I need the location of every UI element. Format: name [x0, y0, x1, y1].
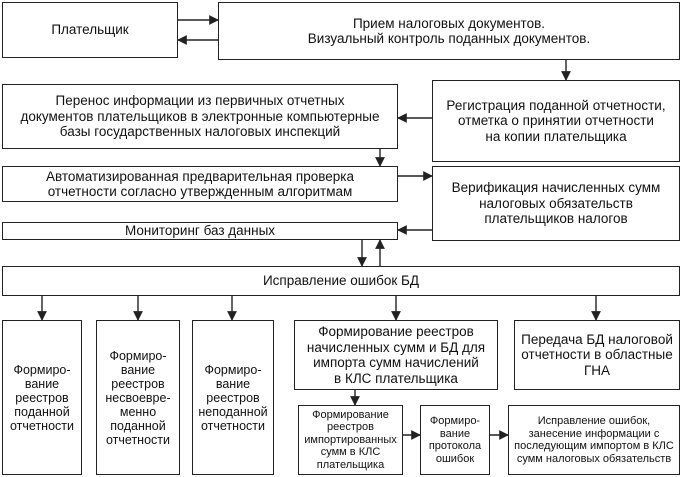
verification-label: Верификация начисленных сумм налоговых о… — [451, 180, 661, 227]
reg-accrued-label: Формирование реестров начисленных сумм и… — [306, 324, 486, 386]
fix-errors-label: Исправление ошибок БД — [262, 273, 420, 289]
payer-box: Плательщик — [2, 2, 178, 58]
registration-box: Регистрация поданной отчетности, отметка… — [432, 80, 680, 162]
reg-imported-label: Формирование реестров импортированных су… — [304, 408, 397, 471]
fix-import-box: Исправление ошибок, занесение информации… — [508, 405, 680, 475]
receive-label: Прием налоговых документов. Визуальный к… — [307, 15, 591, 47]
reg-submitted-label: Формиро- вание реестров поданной отчетно… — [10, 362, 74, 433]
transfer-regional-box: Передача БД налоговой отчетности в облас… — [514, 320, 680, 390]
error-protocol-label: Формиро- вание протокола ошибок — [428, 415, 482, 465]
fix-import-label: Исправление ошибок, занесение информации… — [514, 415, 674, 465]
reg-imported-box: Формирование реестров импортированных су… — [298, 405, 403, 475]
transfer-label: Перенос информации из первичных отчетных… — [20, 93, 380, 140]
verification-box: Верификация начисленных сумм налоговых о… — [432, 166, 680, 241]
reg-late-label: Формиро- вание реестров несвоевре- менно… — [105, 348, 171, 447]
reg-late-box: Формиро- вание реестров несвоевре- менно… — [96, 320, 180, 475]
reg-unsubmitted-label: Формиро- вание реестров неподанной отчет… — [198, 362, 268, 433]
registration-label: Регистрация поданной отчетности, отметка… — [446, 97, 666, 144]
auto-check-box: Автоматизированная предварительная прове… — [2, 166, 398, 202]
auto-check-label: Автоматизированная предварительная прове… — [46, 168, 354, 200]
monitoring-label: Мониторинг баз данных — [124, 223, 276, 239]
receive-box: Прием налоговых документов. Визуальный к… — [218, 2, 680, 60]
reg-accrued-box: Формирование реестров начисленных сумм и… — [294, 320, 498, 390]
reg-submitted-box: Формиро- вание реестров поданной отчетно… — [2, 320, 82, 475]
monitoring-box: Мониторинг баз данных — [2, 222, 398, 240]
fix-errors-box: Исправление ошибок БД — [2, 266, 680, 296]
payer-label: Плательщик — [51, 22, 129, 38]
reg-unsubmitted-box: Формиро- вание реестров неподанной отчет… — [192, 320, 274, 475]
error-protocol-box: Формиро- вание протокола ошибок — [420, 405, 490, 475]
transfer-regional-label: Передача БД налоговой отчетности в облас… — [521, 331, 673, 378]
transfer-box: Перенос информации из первичных отчетных… — [2, 84, 398, 149]
